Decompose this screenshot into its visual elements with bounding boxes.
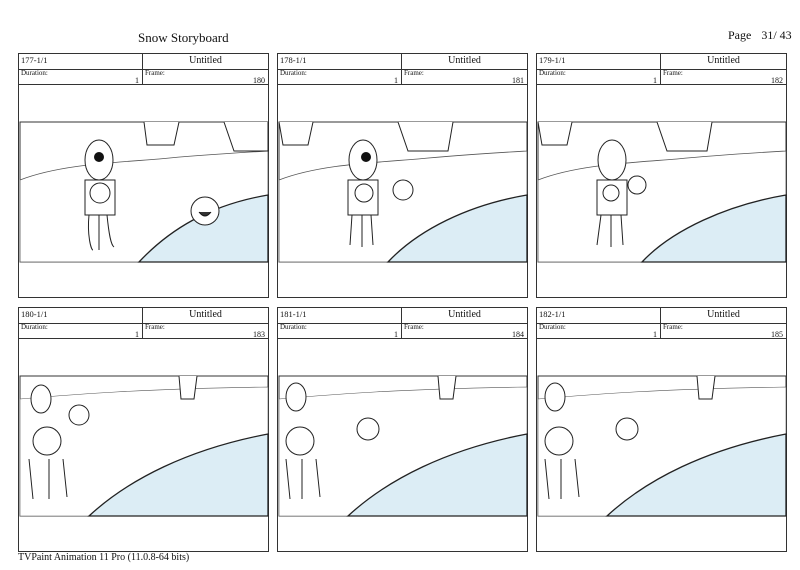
frame-value: 180 bbox=[253, 76, 265, 85]
duration-label: Duration: bbox=[280, 69, 307, 77]
frame-value: 185 bbox=[771, 330, 783, 339]
panel-drawing bbox=[536, 339, 787, 552]
scene-number: 178-1/1 bbox=[280, 55, 307, 65]
panel-name: Untitled bbox=[189, 309, 222, 320]
panel-drawing bbox=[277, 339, 528, 552]
frame-value: 184 bbox=[512, 330, 524, 339]
duration-label: Duration: bbox=[21, 69, 48, 77]
scene-number: 179-1/1 bbox=[539, 55, 566, 65]
duration-value: 1 bbox=[135, 330, 139, 339]
frame-value: 183 bbox=[253, 330, 265, 339]
scene-number: 180-1/1 bbox=[21, 309, 48, 319]
frame-label: Frame: bbox=[663, 69, 683, 77]
frame-label: Frame: bbox=[663, 323, 683, 331]
duration-label: Duration: bbox=[21, 323, 48, 331]
duration-value: 1 bbox=[653, 76, 657, 85]
panel-drawing bbox=[18, 339, 269, 552]
panel-header: 177-1/1 Untitled Duration: 1 Frame: 180 bbox=[18, 53, 269, 85]
duration-label: Duration: bbox=[539, 69, 566, 77]
duration-label: Duration: bbox=[539, 323, 566, 331]
scene-number: 177-1/1 bbox=[21, 55, 48, 65]
panel-header: 180-1/1 Untitled Duration: 1 Frame: 183 bbox=[18, 307, 269, 339]
scene-number: 181-1/1 bbox=[280, 309, 307, 319]
page-label: Page bbox=[728, 28, 752, 42]
frame-label: Frame: bbox=[404, 323, 424, 331]
panel-drawing bbox=[277, 85, 528, 298]
duration-label: Duration: bbox=[280, 323, 307, 331]
panel-header: 178-1/1 Untitled Duration: 1 Frame: 181 bbox=[277, 53, 528, 85]
frame-value: 181 bbox=[512, 76, 524, 85]
storyboard-panel: 182-1/1 Untitled Duration: 1 Frame: 185 bbox=[536, 307, 787, 552]
page-number: 31/ 43 bbox=[761, 28, 792, 42]
frame-label: Frame: bbox=[145, 69, 165, 77]
panel-name: Untitled bbox=[189, 55, 222, 66]
storyboard-panel: 178-1/1 Untitled Duration: 1 Frame: 181 bbox=[277, 53, 528, 298]
duration-value: 1 bbox=[135, 76, 139, 85]
panel-name: Untitled bbox=[448, 55, 481, 66]
panel-drawing bbox=[18, 85, 269, 298]
panel-name: Untitled bbox=[707, 309, 740, 320]
panel-name: Untitled bbox=[448, 309, 481, 320]
storyboard-panel: 177-1/1 Untitled Duration: 1 Frame: 180 bbox=[18, 53, 269, 298]
footer-text: TVPaint Animation 11 Pro (11.0.8-64 bits… bbox=[18, 552, 190, 563]
panel-drawing bbox=[536, 85, 787, 298]
storyboard-panel: 180-1/1 Untitled Duration: 1 Frame: 183 bbox=[18, 307, 269, 552]
panel-header: 182-1/1 Untitled Duration: 1 Frame: 185 bbox=[536, 307, 787, 339]
frame-value: 182 bbox=[771, 76, 783, 85]
storyboard-panel: 181-1/1 Untitled Duration: 1 Frame: 184 bbox=[277, 307, 528, 552]
duration-value: 1 bbox=[394, 330, 398, 339]
scene-number: 182-1/1 bbox=[539, 309, 566, 319]
duration-value: 1 bbox=[394, 76, 398, 85]
storyboard-panel: 179-1/1 Untitled Duration: 1 Frame: 182 bbox=[536, 53, 787, 298]
panel-header: 179-1/1 Untitled Duration: 1 Frame: 182 bbox=[536, 53, 787, 85]
frame-label: Frame: bbox=[145, 323, 165, 331]
document-title: Snow Storyboard bbox=[138, 30, 229, 45]
frame-label: Frame: bbox=[404, 69, 424, 77]
duration-value: 1 bbox=[653, 330, 657, 339]
panel-header: 181-1/1 Untitled Duration: 1 Frame: 184 bbox=[277, 307, 528, 339]
page-indicator: Page 31/ 43 bbox=[728, 28, 792, 43]
panel-name: Untitled bbox=[707, 55, 740, 66]
